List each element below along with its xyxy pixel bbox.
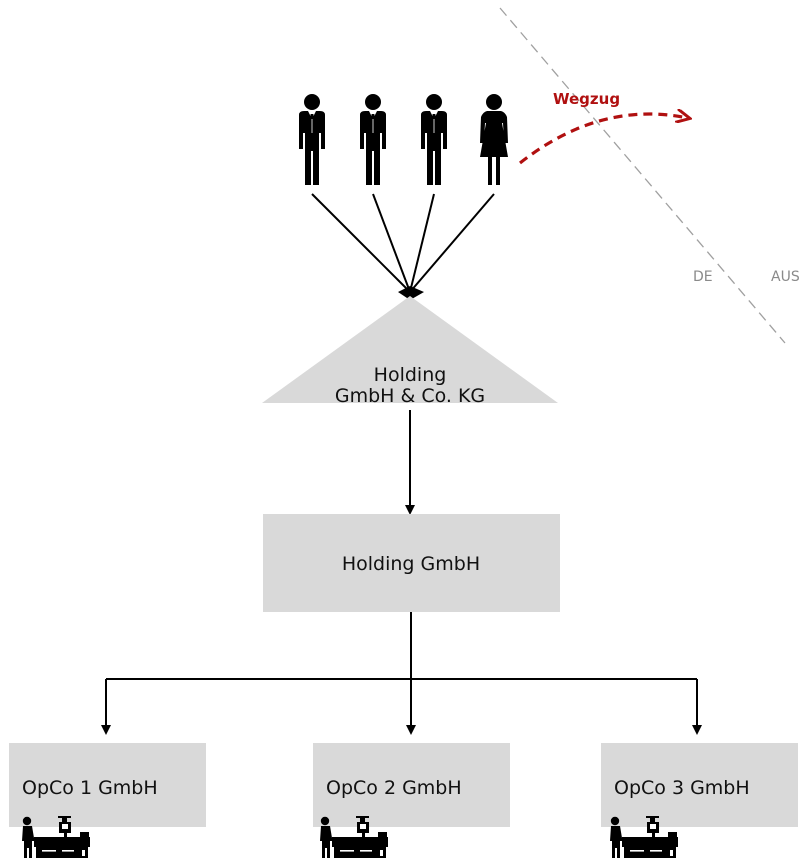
holding-gmbh-label: Holding GmbH [342,553,480,575]
country-border-line [499,7,786,344]
emigration-label: Wegzug [553,90,620,108]
opco-2-box [313,743,510,827]
holding-kg-label-line1: Holding [374,364,447,386]
country-label-aus: AUS [771,269,800,285]
opco-3-label: OpCo 3 GmbH [614,777,750,799]
man-icon [298,93,326,186]
opco-2-label: OpCo 2 GmbH [326,777,462,799]
man-icon [359,93,387,186]
emigration-arrow [519,114,688,165]
opco-3-box [601,743,798,827]
shareholder-lines [311,193,495,293]
woman-icon [480,94,508,185]
opco-1-box [9,743,206,827]
country-label-de: DE [693,269,713,285]
opco-1-label: OpCo 1 GmbH [22,777,158,799]
holding-kg-triangle [262,296,558,403]
opco-connectors [101,612,702,735]
holding-gmbh-box [263,514,560,612]
connector-diamond [398,286,424,300]
man-icon [420,93,448,186]
holding-kg-label-line2: GmbH & Co. KG [335,385,485,407]
